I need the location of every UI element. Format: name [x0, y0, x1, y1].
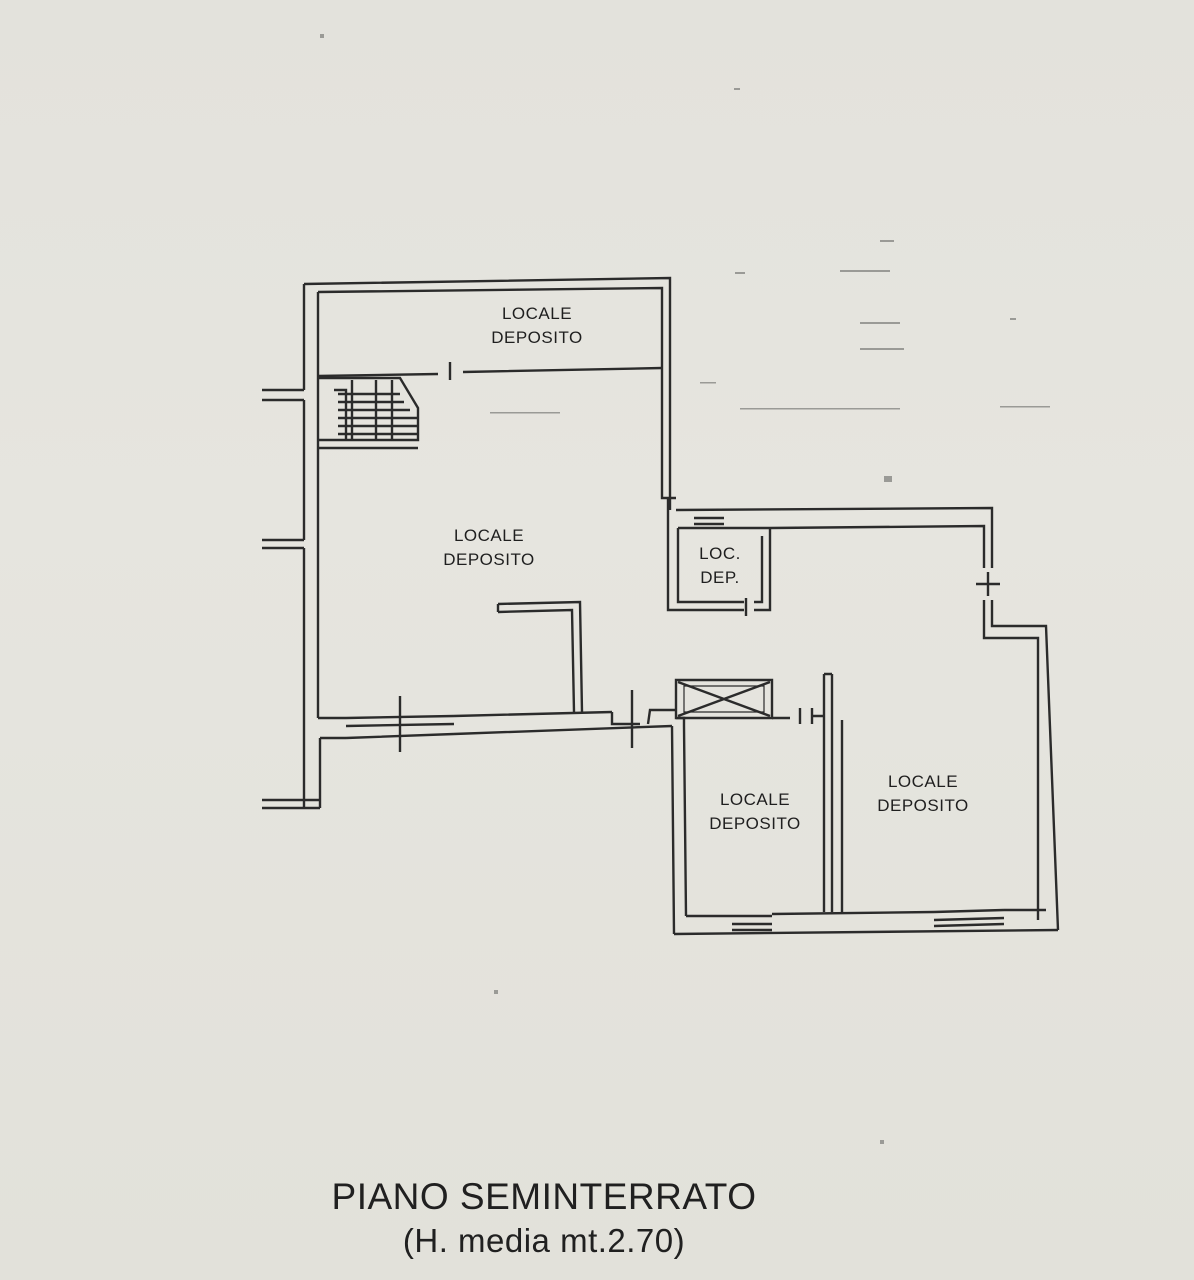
right-block-top-outer	[675, 506, 994, 568]
outer-wall-left-block	[303, 276, 672, 510]
room-label-line: DEPOSITO	[709, 814, 801, 833]
main-room-bottom-inner	[318, 710, 613, 720]
bottom-outer-wall	[673, 928, 1059, 936]
shaft-inner	[683, 685, 765, 713]
right-block-right-upper	[982, 600, 1060, 931]
external-stub-bottom	[262, 798, 320, 810]
average-height-note: (H. media mt.2.70)	[402, 1222, 686, 1259]
bottom-right-window	[933, 908, 1005, 928]
inner-wall-top	[317, 286, 664, 366]
room-label-line: LOCALE	[719, 790, 791, 809]
room-label-line: LOC.	[699, 544, 741, 563]
room-label-line: LOCALE	[453, 526, 525, 545]
external-stub-top	[262, 388, 304, 402]
main-partition	[497, 600, 584, 713]
bottom-mid-door-mark	[798, 708, 824, 724]
main-lower-door	[610, 708, 676, 726]
room-label-bottom-middle-storage: LOCALE DEPOSITO	[682, 788, 828, 836]
bottom-left-wall	[670, 725, 688, 935]
main-room-bottom-outer	[320, 724, 673, 740]
shaft-cross	[677, 680, 771, 718]
room-label-line: LOCALE	[501, 304, 573, 323]
bottom-partition	[822, 672, 834, 912]
stair-rail	[334, 388, 348, 440]
bottom-mid-window	[732, 914, 772, 932]
under-shaft-wall	[676, 716, 790, 726]
room-label-line: LOCALE	[887, 772, 959, 791]
bottom-inner-wall	[686, 908, 1046, 918]
stair-enclosure	[318, 376, 420, 442]
small-room-walls	[666, 498, 772, 612]
partition-top-room	[317, 366, 663, 378]
room-label-line: DEPOSITO	[877, 796, 969, 815]
room-label-top-storage: LOCALE DEPOSITO	[462, 302, 612, 350]
floor-title: PIANO SEMINTERRATO	[331, 1176, 757, 1217]
inner-wall-top-right	[660, 366, 676, 500]
right-door-mark	[976, 572, 1000, 596]
stair-steps	[338, 380, 418, 440]
room-label-main-storage: LOCALE DEPOSITO	[414, 524, 564, 572]
room-label-line: DEP.	[700, 568, 740, 587]
room-label-small-storage: LOC. DEP.	[684, 542, 756, 590]
room-label-line: DEPOSITO	[443, 550, 535, 569]
scan-noise	[320, 34, 1050, 1144]
room-label-line: DEPOSITO	[491, 328, 583, 347]
right-block-top-inner	[769, 524, 986, 568]
room-label-bottom-right-storage: LOCALE DEPOSITO	[848, 770, 998, 818]
external-stub-mid	[262, 538, 304, 550]
small-room-top-window	[694, 516, 724, 526]
